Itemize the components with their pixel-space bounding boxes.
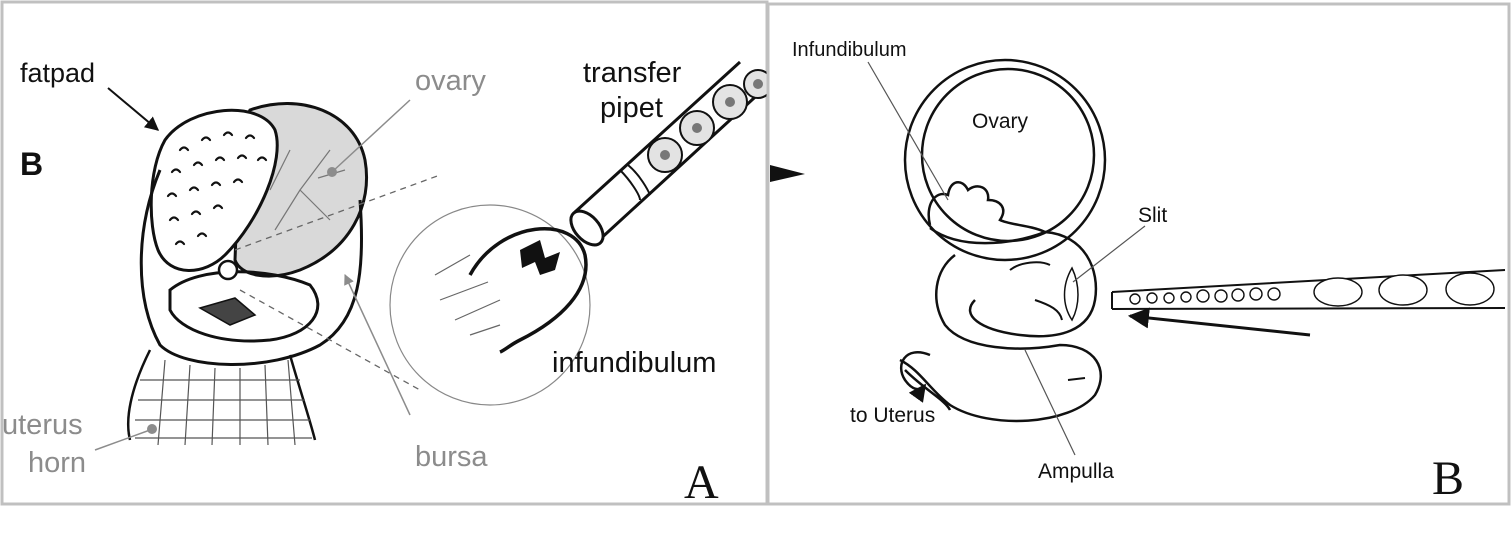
- panel-letter-b: B: [1432, 452, 1464, 505]
- panel-letter-a: A: [684, 456, 719, 509]
- bursa-outline: [139, 169, 364, 366]
- panel-b: Infundibulum Ovary Slit to Uterus Ampull…: [766, 2, 1511, 506]
- transfer-needle: [1111, 269, 1506, 310]
- needle-embryos: [1129, 272, 1495, 307]
- label-b-sub: B: [20, 146, 43, 182]
- divider-arrowhead: [770, 165, 805, 182]
- label-uterus: uterus: [2, 409, 83, 441]
- fatpad-dots: [166, 131, 268, 246]
- uterus-horn: [126, 349, 317, 441]
- panel-b-frame: [766, 2, 1511, 506]
- transfer-pipet: [569, 60, 773, 247]
- label-ovary-b: Ovary: [972, 110, 1029, 133]
- fatpad-shape: [149, 108, 279, 272]
- label-fatpad: fatpad: [20, 58, 95, 88]
- label-slit: Slit: [1138, 204, 1167, 227]
- label-ampulla: Ampulla: [1038, 460, 1114, 483]
- label-infundibulum-a: infundibulum: [552, 347, 716, 379]
- label-ovary: ovary: [415, 65, 486, 97]
- panel-a: fatpad B ovary transfer pipet infundibul…: [0, 0, 773, 509]
- label-horn: horn: [28, 447, 86, 479]
- label-pipet: pipet: [600, 92, 663, 124]
- oviduct-coil: [899, 226, 1102, 423]
- label-to-uterus: to Uterus: [850, 404, 935, 427]
- label-bursa: bursa: [415, 441, 488, 473]
- magnified-infundibulum: [468, 227, 588, 354]
- label-transfer: transfer: [583, 57, 682, 89]
- insertion-arrow: [1127, 307, 1311, 337]
- panel-a-frame: [0, 0, 769, 506]
- label-infundibulum-b: Infundibulum: [792, 39, 907, 61]
- ovary-outer-ring: [903, 58, 1107, 262]
